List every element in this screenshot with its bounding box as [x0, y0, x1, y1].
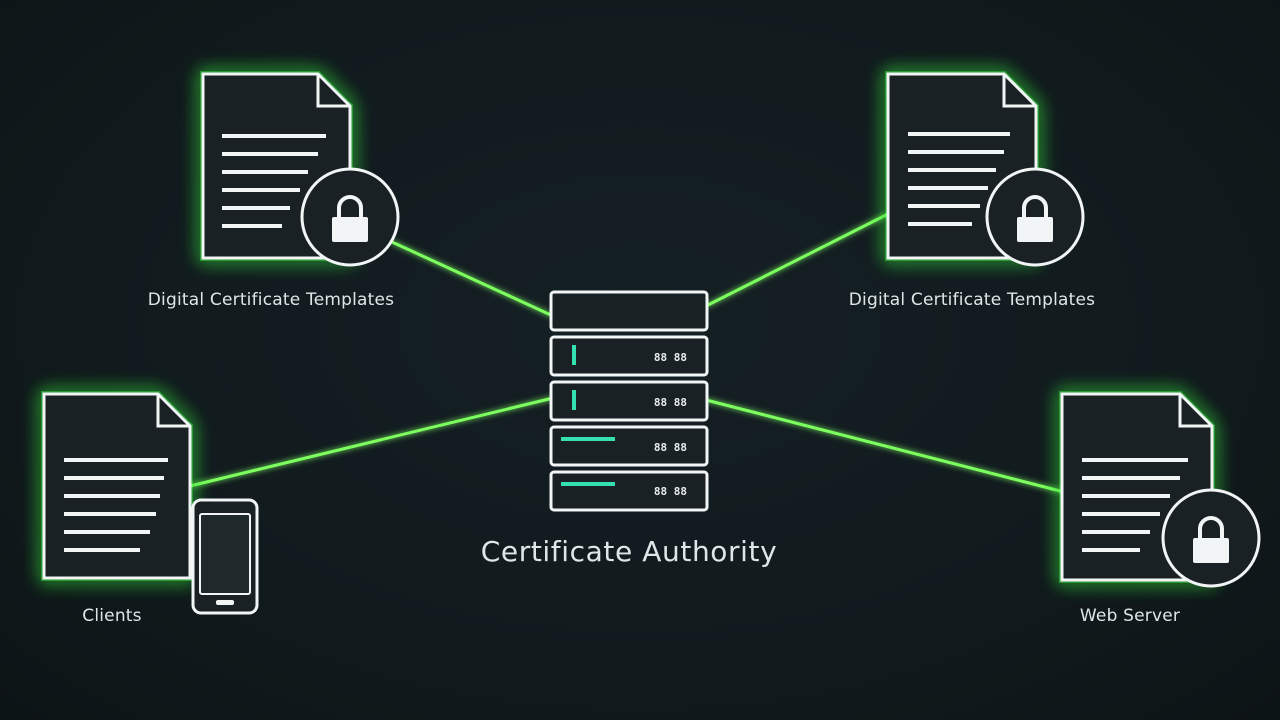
node-top-right — [885, 71, 1085, 267]
node-bottom-left — [41, 391, 259, 615]
node-label-top-right: Digital Certificate Templates — [848, 290, 1096, 310]
center-label: Certificate Authority — [480, 535, 778, 568]
connector-bottom-left — [189, 396, 554, 488]
node-bottom-right — [1059, 391, 1261, 588]
node-label-top-left: Digital Certificate Templates — [147, 290, 395, 310]
lock-icon — [300, 167, 400, 267]
connector-bottom-right — [705, 398, 1065, 494]
server-unit-code: 88 88 — [654, 396, 687, 409]
server-rack-icon: 88 88 88 88 88 88 88 88 — [549, 290, 709, 512]
server-unit-4: 88 88 — [549, 470, 709, 512]
server-unit-2: 88 88 — [549, 380, 709, 422]
lock-icon — [1161, 488, 1261, 588]
server-unit-code: 88 88 — [654, 351, 687, 364]
server-unit-code: 88 88 — [654, 485, 687, 498]
server-unit-3: 88 88 — [549, 425, 709, 467]
document-icon — [42, 392, 192, 580]
lock-icon — [985, 167, 1085, 267]
connector-lines — [189, 212, 1065, 494]
node-label-bottom-left: Clients — [82, 606, 142, 626]
node-top-left — [200, 71, 400, 267]
server-unit-code: 88 88 — [654, 441, 687, 454]
server-unit-1: 88 88 — [549, 335, 709, 377]
phone-icon — [191, 498, 259, 615]
connector-top-left — [391, 240, 554, 318]
server-top-cap — [549, 290, 709, 332]
connector-top-right — [705, 212, 889, 308]
node-label-bottom-right: Web Server — [1079, 606, 1181, 626]
